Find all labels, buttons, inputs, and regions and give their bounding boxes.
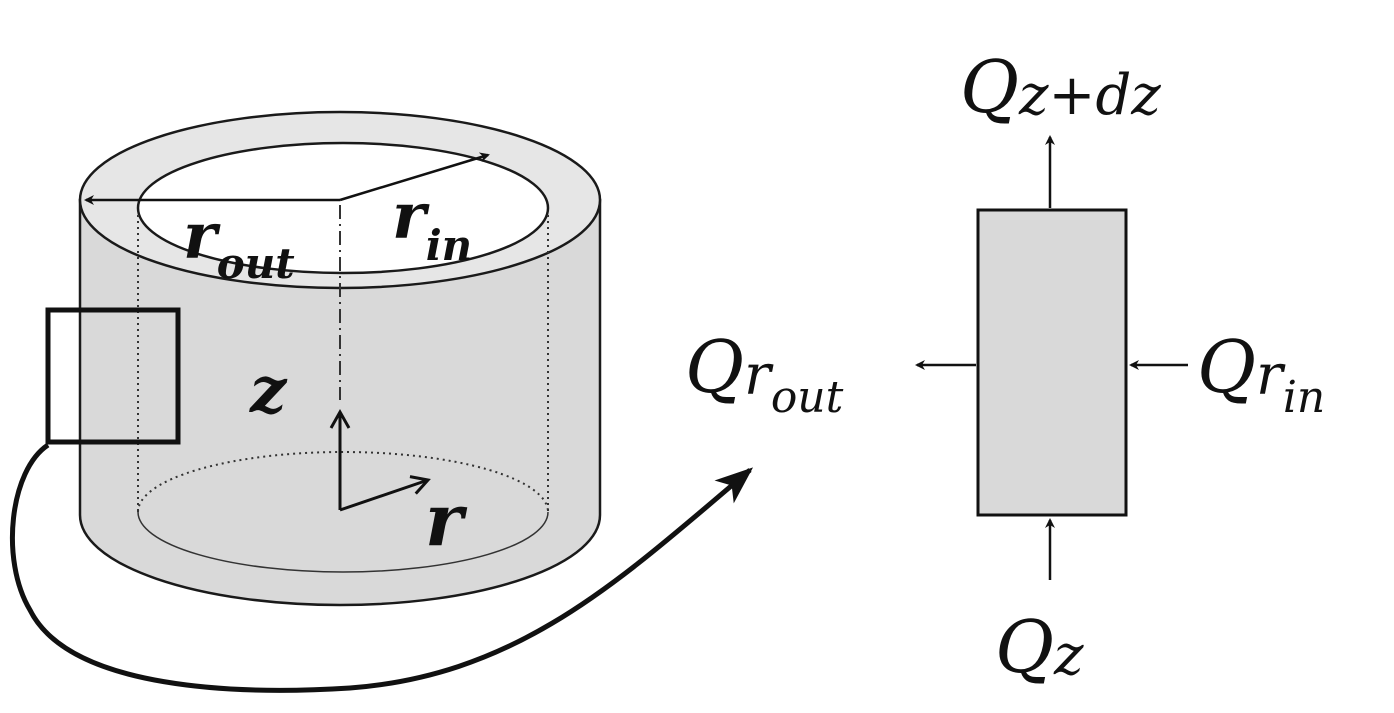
element-rect bbox=[976, 208, 1128, 517]
r-axis-arrow bbox=[339, 475, 431, 512]
r-label: r bbox=[425, 477, 468, 562]
r-in-line bbox=[339, 152, 490, 202]
cylinder-top-inner bbox=[136, 141, 550, 275]
cylinder-outer-body bbox=[78, 198, 602, 607]
r-in-label: rin bbox=[392, 179, 472, 270]
connector-arrow bbox=[10, 442, 754, 693]
q-bottom-label: Qz bbox=[995, 605, 1084, 689]
r-out-label: rout bbox=[183, 199, 295, 288]
inner-bottom-back bbox=[137, 451, 549, 513]
hollow-cylinder: rout rin z r bbox=[45, 110, 602, 607]
q-right-label: Qrin bbox=[1197, 325, 1325, 423]
q-left-label: Qrout bbox=[685, 325, 844, 423]
inner-bottom-front bbox=[137, 511, 549, 573]
z-label: z bbox=[249, 353, 288, 428]
q-top-label: Qz+dz bbox=[960, 45, 1161, 129]
differential-element: Qz+dz Qz Qrout Qrin bbox=[685, 45, 1325, 689]
selected-element-box bbox=[45, 307, 181, 445]
